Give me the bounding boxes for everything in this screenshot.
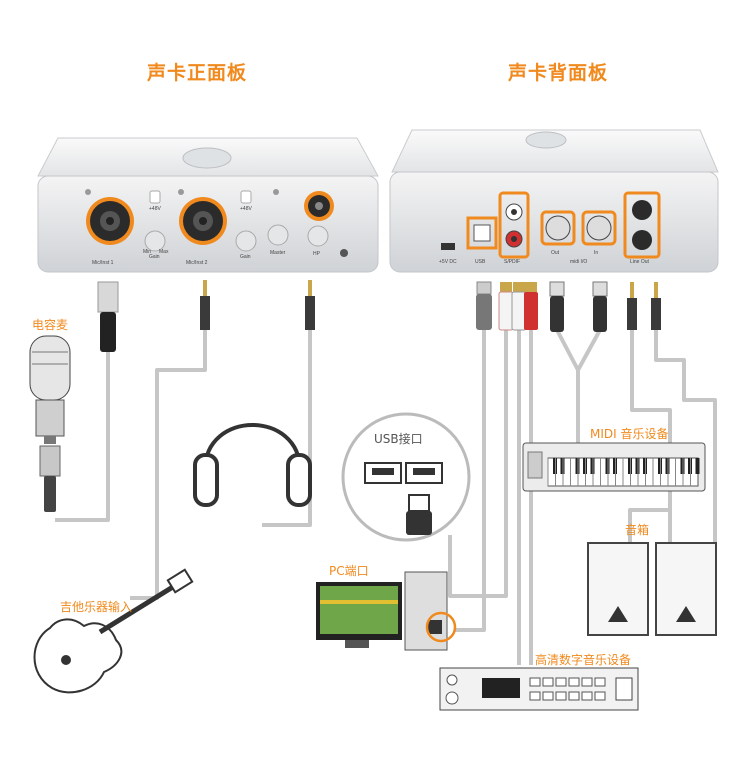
condenser-mic-label: 电容麦 (32, 318, 69, 332)
back-line-out-label: Line Out (630, 259, 649, 265)
guitar-illustration (33, 568, 194, 694)
back-panel-title: 声卡背面板 (508, 62, 609, 84)
speaker-label: 音箱 (625, 523, 650, 537)
headphones-illustration (193, 423, 312, 507)
back-midi-out-label: Out (551, 250, 560, 256)
front-master-label: Master (270, 250, 286, 256)
hd-device-button (581, 677, 593, 687)
condenser-mic-illustration (29, 335, 71, 512)
hd-device-button (581, 691, 593, 701)
hd-device-button (529, 677, 541, 687)
hd-device-button (542, 677, 554, 687)
front-phantom1-label: +48V (149, 206, 161, 212)
usb-port-label: USB接口 (374, 432, 423, 446)
hd-device-label: 高清数字音乐设备 (535, 653, 632, 667)
pc-illustration (316, 571, 457, 651)
midi-keys (547, 458, 700, 486)
front-phantom2-label: +48V (240, 206, 252, 212)
hd-device-button (594, 691, 606, 701)
front-hp-label: HP (313, 251, 320, 257)
pc-port-label: PC端口 (329, 564, 369, 578)
hd-device-button (542, 691, 554, 701)
back-spdif-label: S/PDIF (504, 259, 521, 265)
front-mic2-label: Mic/Inst 2 (186, 260, 208, 266)
front-panel-device (37, 137, 379, 273)
speakers-illustration (587, 542, 717, 636)
back-midi-in-label: In (594, 250, 599, 256)
back-panel-device (389, 129, 719, 273)
midi-device-label: MIDI 音乐设备 (590, 427, 669, 441)
midi-black-key (695, 458, 700, 474)
back-usb-label: USB (475, 259, 486, 265)
front-mic1-label: Mic/Inst 1 (92, 260, 114, 266)
back-dc-label: +5V DC (439, 259, 457, 265)
back-midi-io-label: midi I/O (570, 259, 588, 265)
hd-device-button (555, 691, 567, 701)
hd-device-button (529, 691, 541, 701)
hd-device-button (555, 677, 567, 687)
front-gain2-label: Gain (240, 254, 251, 260)
front-panel-title: 声卡正面板 (147, 62, 248, 84)
guitar-label: 吉他乐器输入 (60, 600, 133, 614)
hd-buttons (529, 677, 606, 701)
hd-device-button (568, 677, 580, 687)
hd-device-button (568, 691, 580, 701)
usb-inset-illustration (341, 412, 471, 542)
front-gain1-label: Gain (149, 254, 160, 260)
back-plugs (476, 281, 661, 332)
hd-device-illustration (439, 667, 639, 711)
hd-device-button (594, 677, 606, 687)
front-plugs (97, 280, 315, 352)
front-min-label: Min (143, 249, 152, 255)
front-max-label: Max (159, 249, 169, 255)
